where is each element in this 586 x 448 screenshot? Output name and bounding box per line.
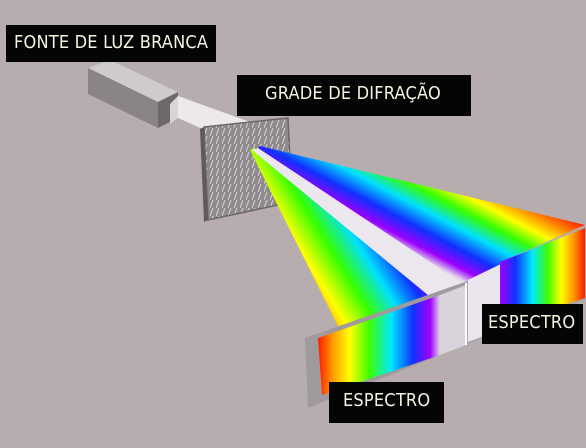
light-source-label: FONTE DE LUZ BRANCA: [6, 25, 217, 62]
spectrum-bottom-label: ESPECTRO: [329, 382, 445, 423]
rainbow-fans: [250, 146, 585, 330]
screen-right-spectrum: [500, 228, 585, 326]
light-source-box: [88, 60, 178, 128]
spectrum-right-label: ESPECTRO: [482, 304, 584, 344]
screen-left-spectrum: [318, 295, 440, 395]
diffraction-grating-label: GRADE DE DIFRAÇÃO: [237, 75, 471, 116]
diffraction-grating: [200, 117, 293, 222]
